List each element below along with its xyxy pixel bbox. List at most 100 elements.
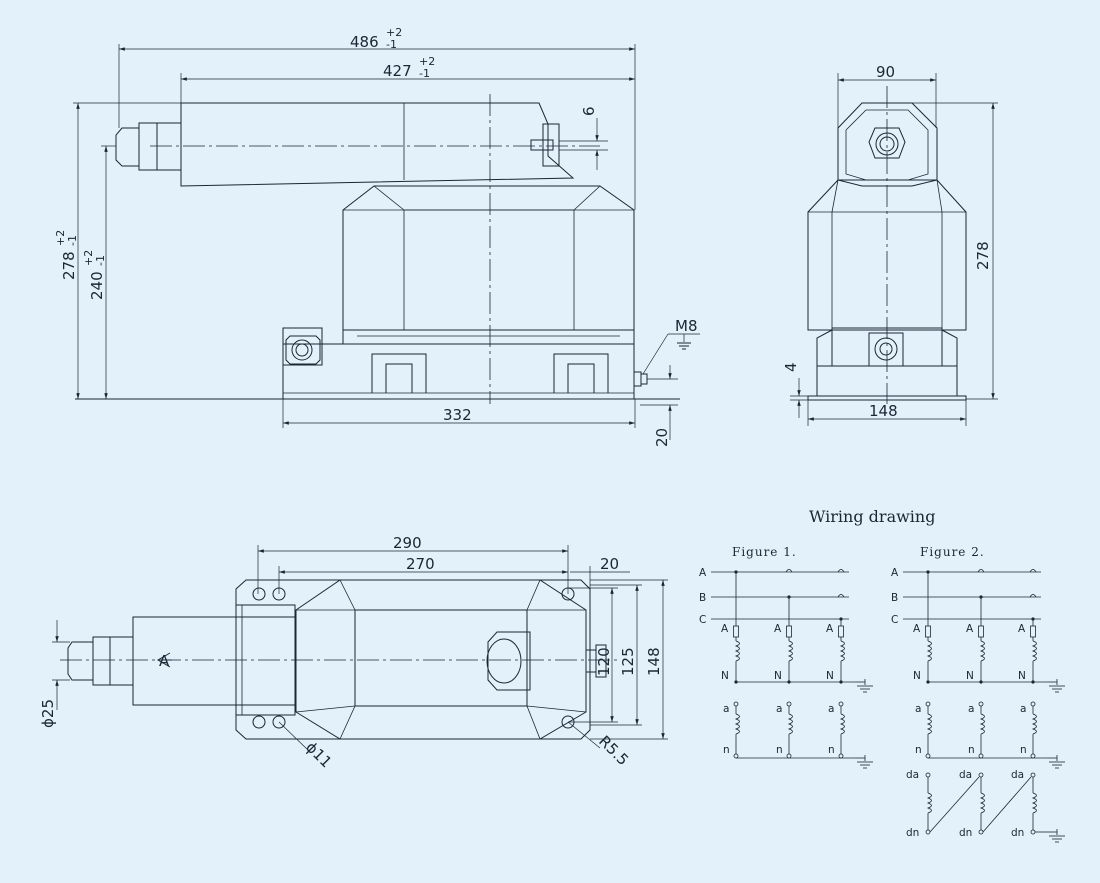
residual-terminal-da: da [959,769,972,781]
front-base [282,343,635,400]
primary-terminal-a: A [913,623,921,635]
figure1-label: Figure 1. [732,545,797,559]
fuse [733,625,739,638]
primary-terminal-a: A [826,623,834,635]
dim-486: 486 [350,33,379,51]
wiring-section: Wiring drawing Figure 1. Figure 2. [732,507,985,559]
secondary-terminal-n: n [828,744,835,756]
secondary-terminal-a: a [828,703,834,715]
view-arrow-label: A [159,652,170,670]
dim-270: 270 [406,555,435,573]
primary-terminal-n: N [966,670,974,682]
primary-terminal-n: N [774,670,782,682]
primary-terminal-n: N [826,670,834,682]
label-m8: M8 [675,317,698,335]
winding-coil [1032,792,1037,814]
phase-label: C [699,614,706,626]
svg-text:+2: +2 [54,230,67,246]
winding-coil [840,640,845,662]
primary-terminal-n: N [721,670,729,682]
secondary-terminal-a: a [915,703,921,715]
wiring-figures: ABCANanANanANanABCANandadnANandadnANanda… [699,567,1065,843]
dim-278-side: 278 [974,241,992,270]
primary-terminal-n: N [913,670,921,682]
winding-coil [1032,640,1037,662]
secondary-terminal-n: n [1020,744,1027,756]
winding-coil [840,713,845,735]
primary-terminal-a: A [966,623,974,635]
fuse [978,625,984,638]
svg-text:-1: -1 [94,255,107,266]
dim-4: 4 [782,362,800,372]
winding-coil [735,713,740,735]
secondary-terminal-n: n [915,744,922,756]
winding-coil [735,640,740,662]
svg-text:-1: -1 [386,38,397,51]
dim-332: 332 [443,406,472,424]
primary-terminal-a: A [1018,623,1026,635]
dim-148-side: 148 [869,402,898,420]
secondary-terminal-n: n [968,744,975,756]
winding-coil [788,640,793,662]
phase-label: B [699,592,706,604]
winding-coil [927,640,932,662]
wiring-title: Wiring drawing [809,507,935,526]
dim-148-plan: 148 [645,647,663,676]
dim-r5-5: R5.5 [595,732,632,769]
secondary-terminal-n: n [723,744,730,756]
side-view: 90 278 4 148 [782,63,998,426]
residual-terminal-da: da [1011,769,1024,781]
plan-view: 290 270 20 120 125 148 ϕ25 ϕ11 R5.5 A [39,534,668,771]
dim-278-front: 278 [60,251,78,280]
secondary-terminal-a: a [1020,703,1026,715]
dim-20-plan: 20 [600,555,619,573]
winding-coil [980,640,985,662]
front-view: 486 +2 -1 427 +2 -1 6 278 +2 -1 240 +2 -… [54,26,700,447]
phase-label: C [891,614,898,626]
phase-label: A [891,567,899,579]
dim-290: 290 [393,534,422,552]
dim-120: 120 [595,647,613,676]
residual-terminal-dn: dn [906,827,919,839]
primary-terminal-a: A [721,623,729,635]
svg-text:-1: -1 [66,235,79,246]
dim-dia11: ϕ11 [302,738,335,771]
secondary-terminal-a: a [723,703,729,715]
fuse [786,625,792,638]
winding-coil [927,792,932,814]
fuse [838,625,844,638]
dim-240: 240 [88,271,106,300]
svg-text:-1: -1 [419,67,430,80]
dim-dia25: ϕ25 [39,699,57,728]
winding-coil [788,713,793,735]
winding-coil [980,713,985,735]
secondary-terminal-a: a [968,703,974,715]
phase-label: A [699,567,707,579]
winding-coil [980,792,985,814]
dim-427: 427 [383,62,412,80]
dim-6: 6 [580,106,598,116]
dim-90: 90 [876,63,895,81]
front-top-housing [180,102,575,187]
fuse [925,625,931,638]
secondary-terminal-a: a [776,703,782,715]
side-top-hex [837,102,938,187]
svg-text:+2: +2 [386,26,402,39]
dim-20-base: 20 [653,428,671,447]
secondary-terminal-n: n [776,744,783,756]
fuse [1030,625,1036,638]
winding-coil [927,713,932,735]
dim-125: 125 [619,647,637,676]
phase-label: B [891,592,898,604]
residual-terminal-da: da [906,769,919,781]
front-body [342,185,635,331]
primary-terminal-n: N [1018,670,1026,682]
residual-terminal-dn: dn [1011,827,1024,839]
winding-coil [1032,713,1037,735]
svg-text:+2: +2 [82,250,95,266]
knurled-connector [138,122,158,171]
svg-text:+2: +2 [419,55,435,68]
figure2-label: Figure 2. [920,545,985,559]
primary-terminal-a: A [774,623,782,635]
